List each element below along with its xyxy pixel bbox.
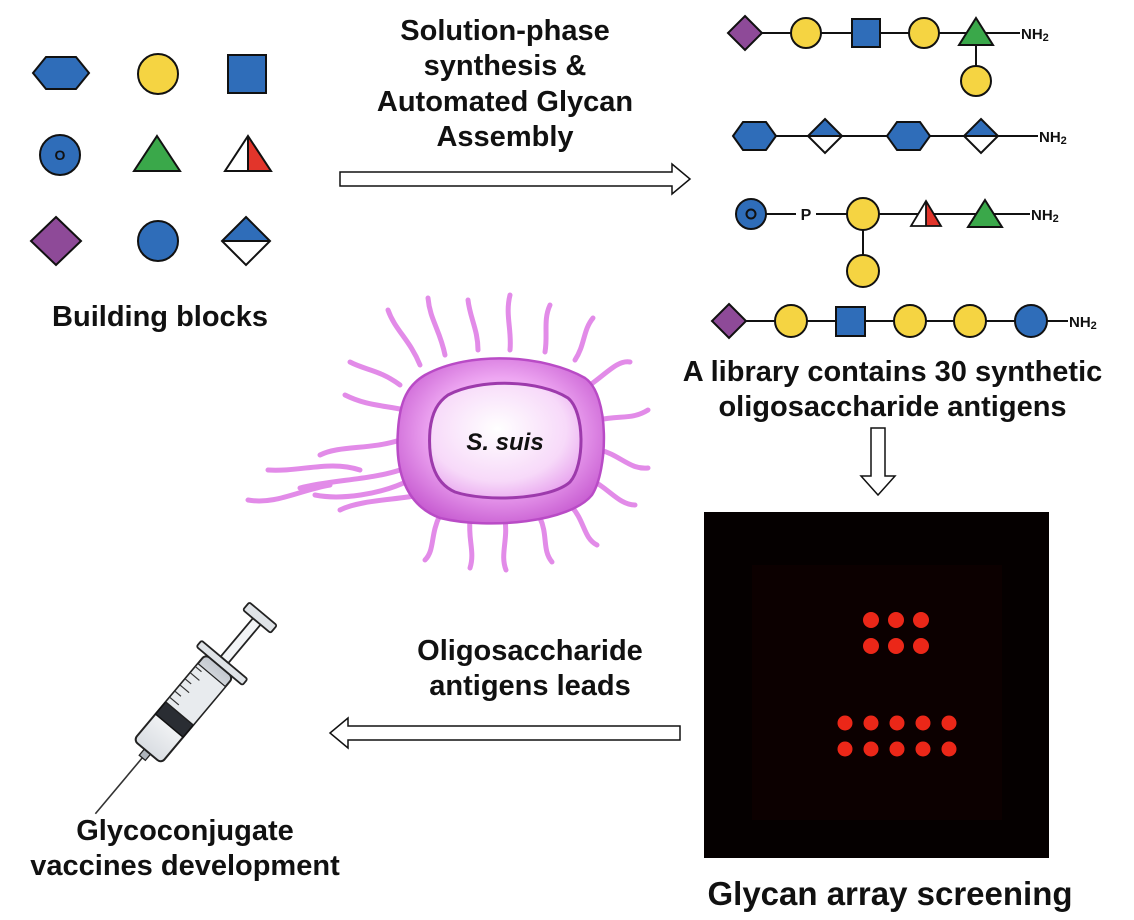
purple-diamond-icon (710, 302, 748, 340)
amine-label: NH2 (1031, 207, 1059, 225)
glycan-chain-3: P NH2 (735, 197, 1059, 288)
yellow-circle-icon (953, 304, 987, 338)
blue-split-diamond-icon (962, 117, 1000, 155)
purple-diamond-icon (29, 215, 83, 267)
blue-o-circle-icon: O (39, 134, 81, 176)
leads-line-1: Oligosaccharide (417, 635, 643, 667)
blue-circle-icon (1014, 304, 1048, 338)
array-spot (888, 638, 904, 654)
array-spot (941, 741, 957, 757)
array-spot (915, 715, 931, 731)
yellow-circle-icon (790, 17, 822, 49)
library-line-1: A library contains 30 synthetic (682, 356, 1103, 388)
synthesis-line-3: Automated Glycan (376, 85, 634, 118)
yellow-circle-icon (137, 53, 179, 95)
blue-hexagon-icon (885, 121, 932, 151)
glycan-array-panel (704, 512, 1049, 858)
red-split-triangle-icon (223, 134, 273, 172)
green-triangle-icon (132, 134, 182, 172)
leads-line-2: antigens leads (429, 670, 631, 703)
array-spot (837, 715, 853, 731)
array-spot (863, 612, 879, 628)
blue-hexagon-icon (31, 56, 91, 90)
array-inner-shading (752, 565, 1002, 820)
synthesis-line-2: synthesis & (423, 50, 587, 83)
array-spot (837, 741, 853, 757)
blue-square-icon (851, 18, 881, 48)
array-spot (863, 715, 879, 731)
bacterium-label: S. suis (466, 429, 543, 456)
leads-label: Oligosaccharide antigens leads (390, 634, 670, 705)
array-label: Glycan array screening (707, 875, 1073, 912)
bacterium-flagella (245, 292, 651, 573)
vaccine-line-2: vaccines development (30, 850, 340, 883)
synthesis-line-1: Solution-phase (400, 15, 610, 47)
array-spot (915, 741, 931, 757)
array-spot (913, 638, 929, 654)
array-spot (888, 612, 904, 628)
array-spot (941, 715, 957, 731)
glycan-chain-4: NH2 (710, 302, 1097, 340)
array-spots (837, 612, 957, 757)
blue-circle-icon (137, 220, 179, 262)
blue-square-icon (227, 54, 267, 94)
bacterium-inner-membrane (428, 381, 583, 500)
synthesis-label: Solution-phase synthesis & Automated Gly… (330, 14, 680, 156)
o-mark: O (55, 147, 66, 163)
blue-split-diamond-icon (806, 117, 844, 155)
vaccine-line-1: Glycoconjugate (76, 815, 294, 847)
array-spot (889, 715, 905, 731)
purple-diamond-icon (726, 14, 764, 52)
yellow-circle-icon (893, 304, 927, 338)
arrow-down-screening (859, 427, 897, 497)
yellow-circle-icon (846, 197, 880, 231)
array-spot (863, 741, 879, 757)
amine-label: NH2 (1021, 26, 1049, 44)
blue-square-icon (835, 306, 866, 337)
syringe-icon (94, 602, 278, 815)
library-line-2: oligosaccharide antigens (718, 391, 1067, 424)
amine-label: NH2 (1069, 314, 1097, 332)
building-blocks-label: Building blocks (52, 301, 268, 333)
glycan-chain-1: NH2 (726, 14, 1049, 97)
red-split-triangle-icon (909, 199, 943, 227)
array-spot (913, 612, 929, 628)
array-spot (889, 741, 905, 757)
phosphate-label: P (801, 207, 812, 224)
yellow-circle-icon (846, 254, 880, 288)
arrow-left-leads (328, 716, 681, 750)
green-triangle-icon (966, 198, 1004, 228)
library-label: A library contains 30 synthetic oligosac… (655, 355, 1130, 426)
blue-o-circle-icon (735, 198, 767, 230)
glycan-chain-2: NH2 (731, 117, 1067, 155)
blue-hexagon-icon (731, 121, 778, 151)
array-spot (863, 638, 879, 654)
yellow-circle-icon (908, 17, 940, 49)
vaccine-label: Glycoconjugate vaccines development (10, 814, 360, 885)
bacterium-illustration: S. suis (245, 292, 651, 573)
synthesis-line-4: Assembly (436, 121, 574, 154)
yellow-circle-icon (960, 65, 992, 97)
amine-label: NH2 (1039, 129, 1067, 147)
building-blocks-grid: O (29, 53, 273, 267)
green-triangle-icon (957, 16, 995, 46)
arrow-right-synthesis (339, 162, 692, 196)
blue-split-diamond-icon (220, 215, 272, 267)
yellow-circle-icon (774, 304, 808, 338)
